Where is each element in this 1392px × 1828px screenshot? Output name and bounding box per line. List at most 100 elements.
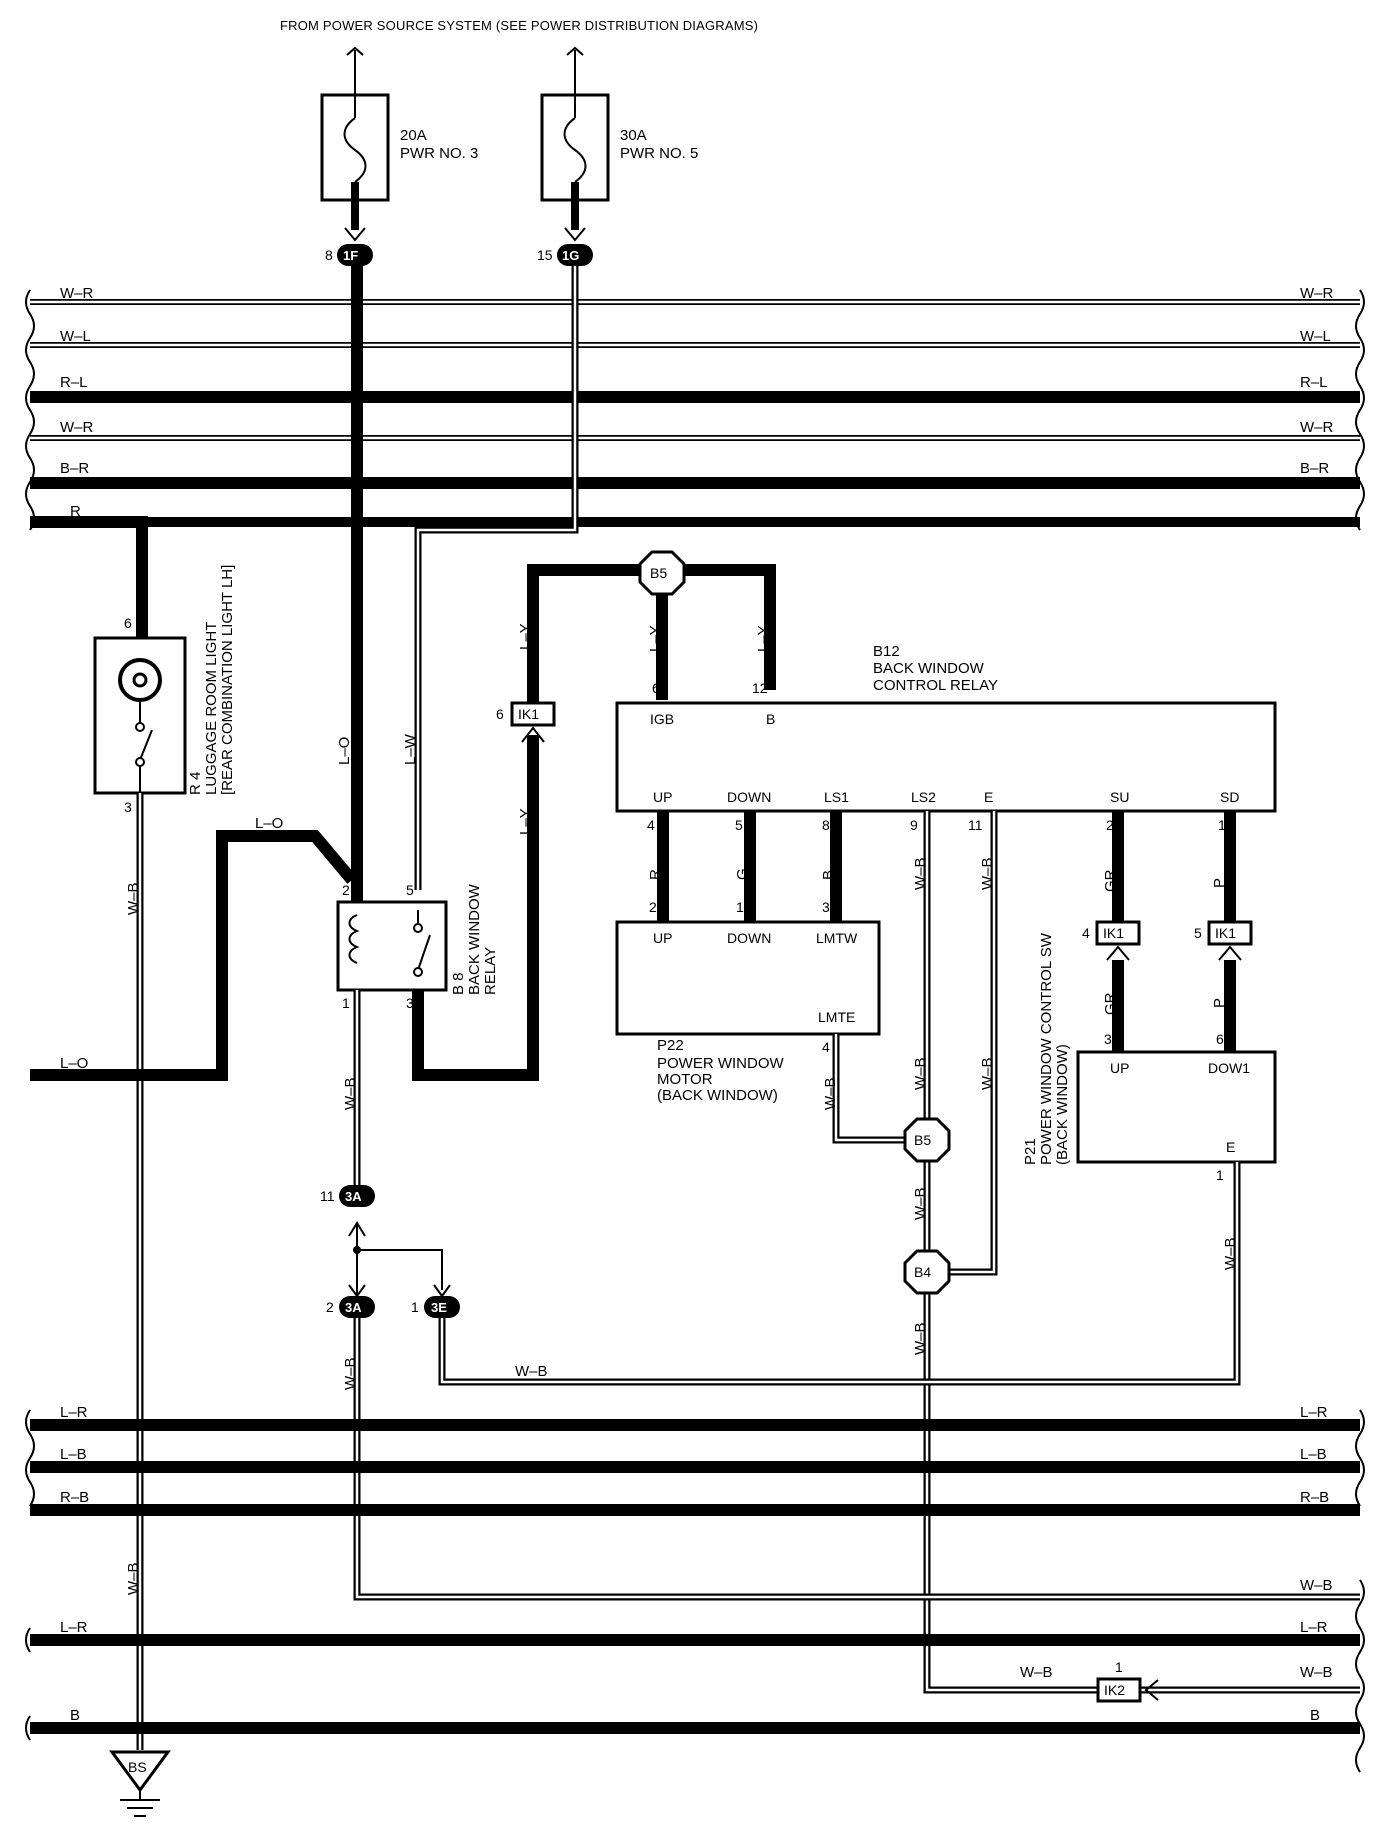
p21-pin-dow1: 6 xyxy=(1216,1031,1224,1047)
bus-top-label-2-right: W–L xyxy=(1300,328,1331,345)
bus-bottom-label-3-right: R–B xyxy=(1300,1489,1329,1506)
pin-ik1-5: 5 xyxy=(1194,925,1202,941)
p21-term-dow1: DOW1 xyxy=(1208,1060,1250,1076)
r4-name: LUGGAGE ROOM LIGHT xyxy=(203,622,220,795)
fuse1-name: PWR NO. 3 xyxy=(400,145,478,162)
bus-bottom-label-5-left: L–R xyxy=(60,1619,88,1636)
b12-term-up: UP xyxy=(653,789,672,805)
b12-term-su: SU xyxy=(1110,789,1129,805)
bus-top-label-5-left: B–R xyxy=(60,460,89,477)
b12-sub: CONTROL RELAY xyxy=(873,677,998,694)
bus-top-label-2-left: W–L xyxy=(60,328,91,345)
wire-label-ly2: L–Y xyxy=(517,623,534,650)
p22-term-lmte: LMTE xyxy=(818,1009,855,1025)
p22-pin-lmte: 4 xyxy=(822,1039,830,1055)
fuse2-amps: 30A xyxy=(620,127,647,144)
fuse1-amps: 20A xyxy=(400,127,427,144)
b8-name: BACK WINDOW xyxy=(466,883,483,995)
p22-pin-lmtw: 3 xyxy=(822,899,830,915)
bus-bottom-label-2-left: L–B xyxy=(60,1446,87,1463)
splice-b4: B4 xyxy=(903,1249,951,1295)
bus-top-label-4-left: W–R xyxy=(60,419,94,436)
connector-ik1-5: IK1 xyxy=(1207,920,1253,961)
pin-ik1-6: 6 xyxy=(496,706,504,722)
wire-label-wb-3e: W–B xyxy=(515,1363,548,1380)
pin-3e-1: 1 xyxy=(411,1299,419,1315)
b8-pin-3: 3 xyxy=(406,995,414,1011)
wire-label-wb-r4: W–B xyxy=(125,882,142,915)
wire-label-wb-e: W–B xyxy=(979,857,996,890)
connector-1g: 1G xyxy=(557,244,593,266)
splice-b5-mid: B5 xyxy=(903,1117,951,1163)
connector-ik1-4: IK1 xyxy=(1095,920,1141,961)
b12-pin-e: 11 xyxy=(968,817,983,833)
p22-pin-up: 2 xyxy=(649,899,657,915)
p21-code: P21 xyxy=(1022,1138,1039,1165)
b12-pin-up: 4 xyxy=(647,817,655,833)
wire-label-b-ls1: B xyxy=(820,870,837,880)
p21-term-e: E xyxy=(1226,1139,1235,1155)
p22-term-down: DOWN xyxy=(727,930,771,946)
b12-term-ls2: LS2 xyxy=(911,789,936,805)
wire-label-p1: P xyxy=(1211,878,1228,888)
b12-term-e: E xyxy=(984,789,993,805)
bus-top-label-1-left: W–R xyxy=(60,285,94,302)
b12-pin-ls2: 9 xyxy=(910,817,918,833)
ground-bs: BS xyxy=(109,1750,171,1817)
pin-ik2: 1 xyxy=(1115,1659,1123,1675)
r4-pin-bottom: 3 xyxy=(124,799,132,815)
r4-pin-top: 6 xyxy=(124,615,132,631)
fuse-30a xyxy=(540,46,610,242)
wire-label-lo-left: L–O xyxy=(60,1055,88,1072)
pin-1f: 8 xyxy=(325,247,333,263)
wire-label-gr2: GR xyxy=(1102,992,1119,1015)
bus-top-label-3-right: R–L xyxy=(1300,374,1328,391)
b12-code: B12 xyxy=(873,643,900,660)
bus-bottom-label-5-right: L–R xyxy=(1300,1619,1328,1636)
svg-text:BS: BS xyxy=(128,1759,147,1775)
wire-label-ly3: L–Y xyxy=(647,625,664,652)
wire-label-wb-ik2: W–B xyxy=(1020,1664,1053,1681)
bus-top-label-1-right: W–R xyxy=(1300,285,1334,302)
b12-control-relay xyxy=(615,701,1277,813)
p22-name: POWER WINDOW xyxy=(657,1055,784,1072)
p22-term-up: UP xyxy=(653,930,672,946)
wire-label-wb-b5a: W–B xyxy=(912,1057,929,1090)
p22-power-window-motor xyxy=(615,920,881,1036)
r4-luggage-light xyxy=(93,636,187,795)
bus-bottom-label-4-right: W–B xyxy=(1300,1577,1333,1594)
pin-3a-11: 11 xyxy=(320,1188,335,1204)
bus-bottom-label-1-left: L–R xyxy=(60,1404,88,1421)
bus-bottom-label-7-left: B xyxy=(70,1707,80,1724)
svg-text:B4: B4 xyxy=(914,1264,931,1280)
bus-top-label-5-right: B–R xyxy=(1300,460,1329,477)
pin-ik1-4: 4 xyxy=(1082,925,1090,941)
wire-label-wb-b4a: W–B xyxy=(912,1322,929,1355)
b12-term-down: DOWN xyxy=(727,789,771,805)
p22-pin-down: 1 xyxy=(736,899,744,915)
wire-label-wb-ls2: W–B xyxy=(912,857,929,890)
wire-label-lo: L–O xyxy=(336,737,353,765)
b8-code: B 8 xyxy=(450,972,467,995)
wire-label-ly4: L–Y xyxy=(755,625,772,652)
svg-text:3E: 3E xyxy=(431,1300,447,1315)
svg-text:IK2: IK2 xyxy=(1104,1682,1125,1698)
wire-label-p2: P xyxy=(1211,998,1228,1008)
r4-code: R 4 xyxy=(187,772,204,795)
b12-pin-sd: 1 xyxy=(1218,817,1226,833)
pin-1g: 15 xyxy=(537,247,553,263)
b12-term-igb: IGB xyxy=(650,711,674,727)
wire-label-lo-top: L–O xyxy=(255,815,283,832)
wire-label-wb-b5b: W–B xyxy=(912,1187,929,1220)
connector-ik1-6: IK1 xyxy=(510,701,556,743)
top-bus xyxy=(25,289,1365,531)
wire-label-wb-b4b: W–B xyxy=(979,1057,996,1090)
bottom-bus xyxy=(25,1409,1365,1773)
b8-pin-2: 2 xyxy=(342,882,350,898)
b8-back-window-relay xyxy=(336,900,448,992)
svg-text:IK1: IK1 xyxy=(1103,925,1124,941)
header-text: FROM POWER SOURCE SYSTEM (SEE POWER DIST… xyxy=(280,18,758,33)
b12-term-ls1: LS1 xyxy=(824,789,849,805)
wire-label-lw: L–W xyxy=(402,733,419,765)
